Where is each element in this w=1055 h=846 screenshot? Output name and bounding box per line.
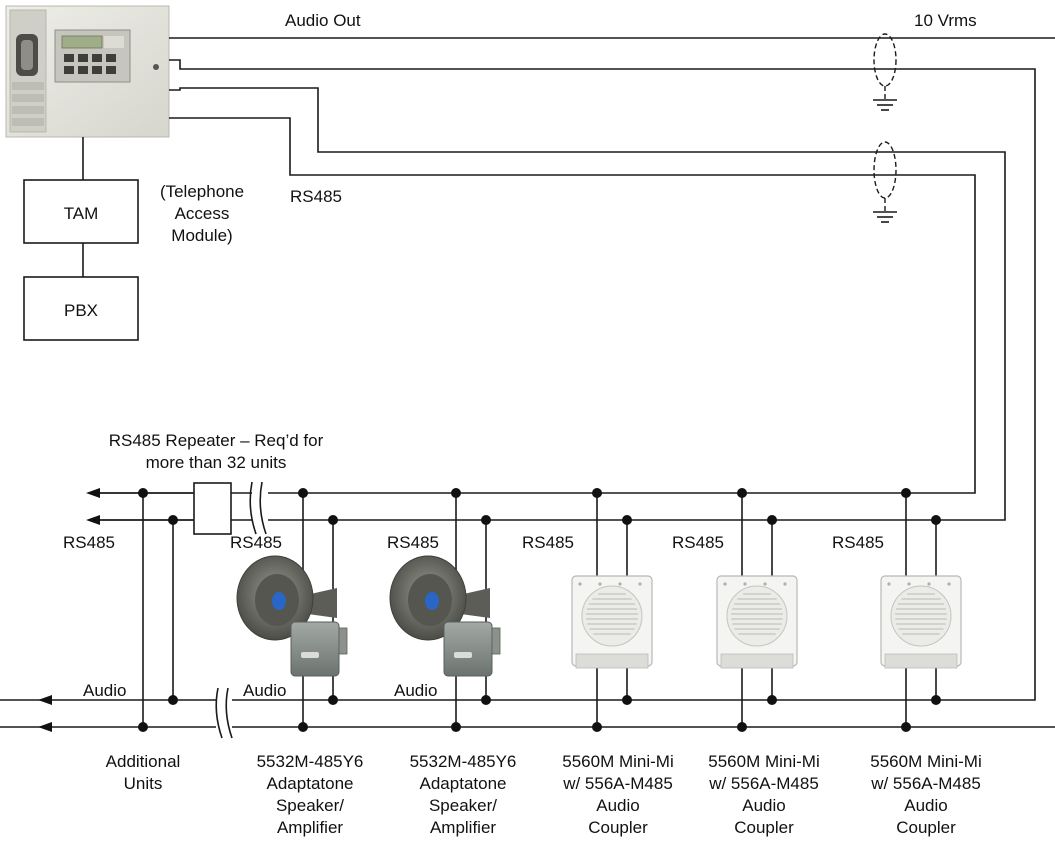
junction-dot [622, 695, 632, 705]
rs485-wire-1 [100, 87, 1006, 521]
unit-caption-line: Audio [904, 796, 947, 815]
junction-dot [451, 488, 461, 498]
svg-text:Module): Module) [171, 226, 232, 245]
unit-6: RS485 5560M Mini-Mi w/ 556A-M485AudioCoupl… [832, 488, 982, 837]
tam-label: TAM [64, 204, 99, 223]
tam-box [23, 179, 139, 244]
unit-rs485-label: RS485 [672, 533, 724, 552]
unit-caption-line: Amplifier [277, 818, 343, 837]
junction-dot [737, 722, 747, 732]
junction-dot [592, 488, 602, 498]
speaker-amplifier-device [389, 555, 501, 677]
junction-dot [298, 488, 308, 498]
unit-rs485-label: RS485 [63, 533, 115, 552]
unit-audio-label: Audio [83, 681, 126, 700]
unit-audio-label: Audio [394, 681, 437, 700]
mini-mi-speaker-device [716, 575, 798, 669]
unit-caption-line: Adaptatone [420, 774, 507, 793]
speaker-amplifier-device [236, 555, 348, 677]
mini-mi-speaker-device [571, 575, 653, 669]
unit-caption-line: Coupler [734, 818, 794, 837]
audio-wire-2 [0, 59, 1036, 701]
junction-dot [168, 695, 178, 705]
junction-dot [592, 722, 602, 732]
unit-rs485-label: RS485 [230, 533, 282, 552]
unit-caption-line: w/ 556A-M485 [870, 774, 981, 793]
junction-dot [931, 695, 941, 705]
junction-dot [481, 515, 491, 525]
unit-caption-line: Speaker/ [429, 796, 497, 815]
junction-dot [901, 488, 911, 498]
unit-rs485-label: RS485 [522, 533, 574, 552]
junction-dot [767, 515, 777, 525]
unit-rs485-label: RS485 [832, 533, 884, 552]
units: RS485AudioAdditionalUnitsRS485Audio5532M… [63, 488, 982, 837]
vrms-label: 10 Vrms [914, 11, 977, 30]
unit-5: RS485 5560M Mini-Mi w/ 556A-M485AudioCoupl… [672, 488, 820, 837]
unit-caption-line: Amplifier [430, 818, 496, 837]
unit-caption-line: Audio [596, 796, 639, 815]
junction-dot [168, 515, 178, 525]
unit-caption-line: Adaptatone [267, 774, 354, 793]
shield-ground-1 [873, 33, 897, 111]
repeater-note: RS485 Repeater – Req’d for more than 32 … [109, 431, 324, 472]
pbx-box [23, 276, 139, 341]
unit-rs485-label: RS485 [387, 533, 439, 552]
bus-break-rs485 [249, 480, 268, 536]
control-panel [5, 5, 170, 138]
junction-dot [901, 722, 911, 732]
unit-caption-line: w/ 556A-M485 [708, 774, 819, 793]
unit-caption-line: Speaker/ [276, 796, 344, 815]
pbx-label: PBX [64, 301, 98, 320]
junction-dot [328, 695, 338, 705]
unit-caption-line: Coupler [588, 818, 648, 837]
junction-dot [138, 488, 148, 498]
unit-caption-line: Units [124, 774, 163, 793]
junction-dot [328, 515, 338, 525]
junction-dot [481, 695, 491, 705]
svg-text:RS485 Repeater – Req’d for: RS485 Repeater – Req’d for [109, 431, 324, 450]
unit-caption-line: 5532M-485Y6 [410, 752, 517, 771]
junction-dot [298, 722, 308, 732]
rs485-wire-2 [100, 117, 976, 494]
unit-caption-line: Audio [742, 796, 785, 815]
junction-dot [931, 515, 941, 525]
svg-text:Access: Access [175, 204, 230, 223]
tam-note: (Telephone Access Module) [160, 182, 244, 245]
unit-caption-line: Coupler [896, 818, 956, 837]
unit-caption-line: 5560M Mini-Mi [870, 752, 981, 771]
svg-text:(Telephone: (Telephone [160, 182, 244, 201]
unit-caption-line: 5560M Mini-Mi [708, 752, 819, 771]
rs485-repeater-box [193, 482, 232, 535]
bus-break-audio [215, 687, 233, 739]
trunk-wires [0, 37, 1055, 728]
unit-caption-line: w/ 556A-M485 [562, 774, 673, 793]
junction-dot [451, 722, 461, 732]
unit-caption-line: 5560M Mini-Mi [562, 752, 673, 771]
junction-dot [622, 515, 632, 525]
junction-dot [767, 695, 777, 705]
rs485-top-label: RS485 [290, 187, 342, 206]
audio-out-label: Audio Out [285, 11, 361, 30]
mini-mi-speaker-device [880, 575, 962, 669]
unit-4: RS485 5560M Mini-Mi w/ 556A-M485AudioCoupl… [522, 488, 674, 837]
junction-dot [138, 722, 148, 732]
unit-caption-line: 5532M-485Y6 [257, 752, 364, 771]
svg-text:more than 32 units: more than 32 units [146, 453, 287, 472]
unit-audio-label: Audio [243, 681, 286, 700]
shield-ground-2 [873, 141, 897, 223]
unit-caption-line: Additional [106, 752, 181, 771]
junction-dot [737, 488, 747, 498]
